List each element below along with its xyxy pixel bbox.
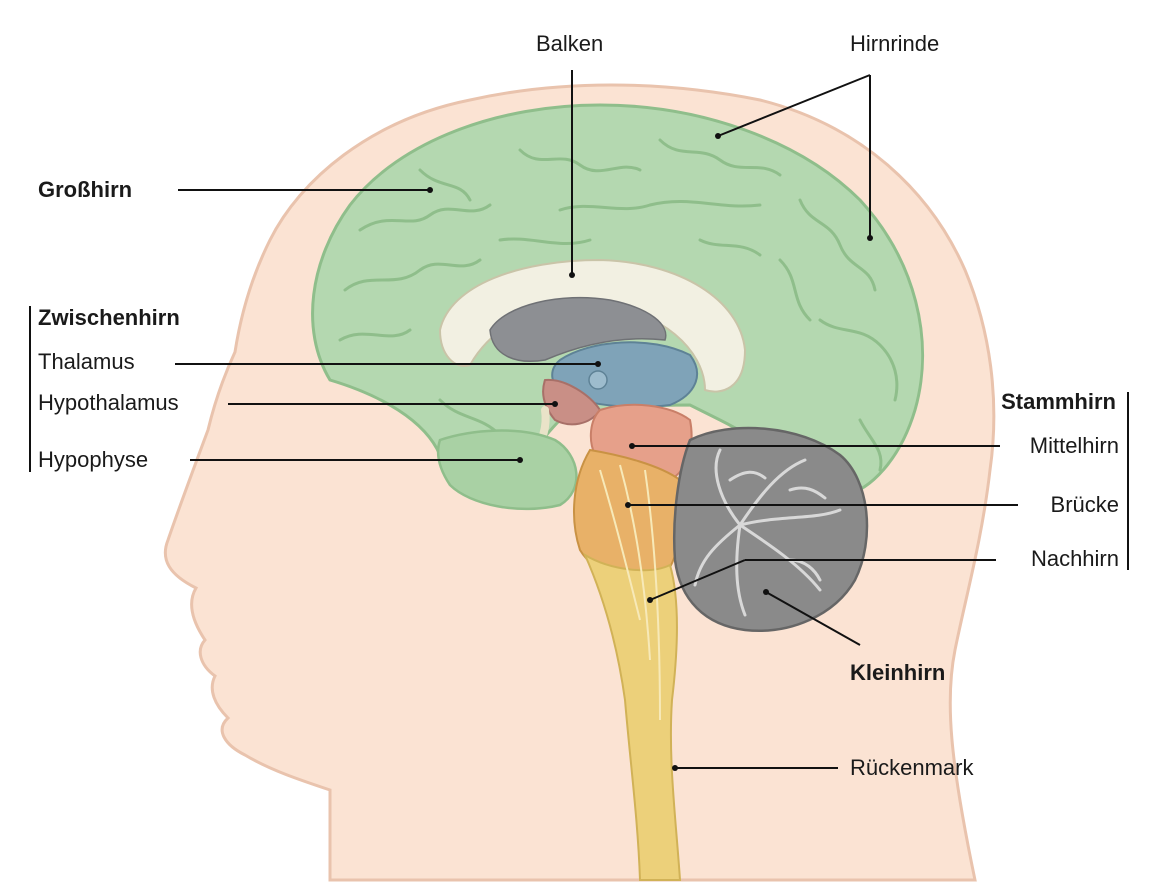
arbor-vitae <box>693 448 842 617</box>
label-grosshirn: Großhirn <box>38 177 133 202</box>
label-hypothalamus: Hypothalamus <box>38 390 179 415</box>
brainstem-fibers <box>599 464 661 721</box>
leader-dots <box>427 133 873 771</box>
temporal-lobe <box>436 429 578 511</box>
label-zwischenhirn: Zwischenhirn <box>38 305 180 330</box>
label-hypophyse: Hypophyse <box>38 447 149 472</box>
leader-nachhirn-b <box>649 559 746 601</box>
label-kleinhirn: Kleinhirn <box>850 660 946 685</box>
thalamus-nucleus <box>588 370 608 390</box>
medulla-spinal-cord <box>582 552 682 881</box>
cerebellum <box>672 426 869 632</box>
label-nachhirn: Nachhirn <box>1030 546 1119 571</box>
label-stammhirn: Stammhirn <box>1001 389 1116 414</box>
label-balken: Balken <box>536 31 604 56</box>
leader-hirnrinde-a <box>717 74 871 137</box>
label-mittelhirn: Mittelhirn <box>1029 433 1119 458</box>
label-thalamus: Thalamus <box>38 349 135 374</box>
label-rueckenmark: Rückenmark <box>850 755 974 780</box>
corpus-callosum <box>438 258 747 393</box>
label-hirnrinde: Hirnrinde <box>850 31 940 56</box>
leader-kleinhirn <box>765 591 861 646</box>
hypothalamus <box>542 378 602 426</box>
cerebrum-folds <box>338 138 899 472</box>
label-bruecke: Brücke <box>1050 492 1119 517</box>
leader-lines <box>29 70 1129 769</box>
ventricle <box>489 296 667 362</box>
